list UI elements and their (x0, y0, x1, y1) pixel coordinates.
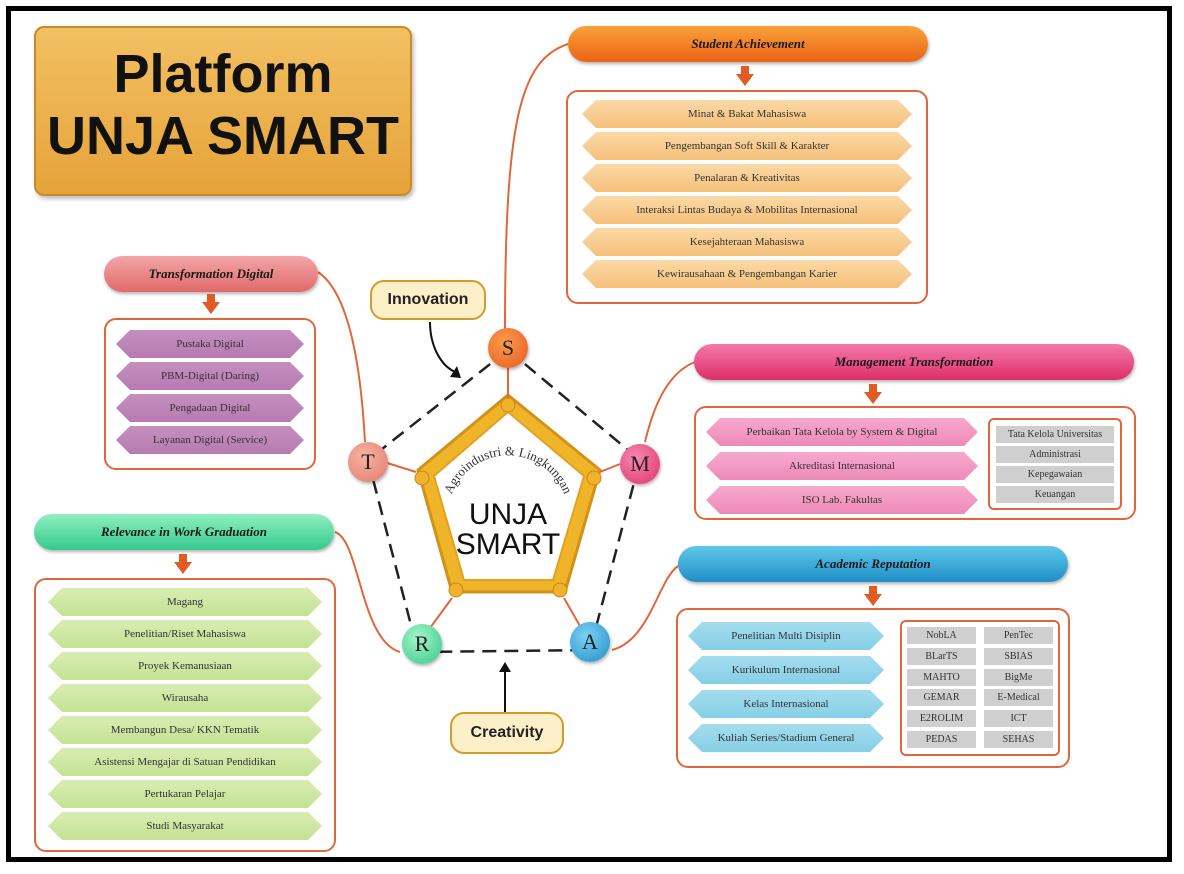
dashed-pentagon (366, 348, 642, 654)
node-r: R (402, 624, 442, 664)
management-transformation-list: Perbaikan Tata Kelola by System & Digita… (706, 418, 978, 514)
academic-reputation-list: Penelitian Multi Disiplin Kurikulum Inte… (688, 622, 884, 752)
student-achievement-group: Minat & Bakat Mahasiswa Pengembangan Sof… (566, 90, 928, 304)
management-transformation-header: Management Transformation (694, 344, 1134, 380)
list-item: Interaksi Lintas Budaya & Mobilitas Inte… (582, 196, 912, 224)
side-tag: MAHTO (907, 668, 976, 686)
connector-s (504, 43, 569, 331)
list-item: Kesejahteraan Mahasiswa (582, 228, 912, 256)
list-item: Layanan Digital (Service) (116, 426, 304, 454)
relevance-group: Magang Penelitian/Riset Mahasiswa Proyek… (34, 578, 336, 852)
academic-reputation-group: Penelitian Multi Disiplin Kurikulum Inte… (676, 608, 1070, 768)
side-tag: BLarTS (907, 647, 976, 665)
center-line1: UNJA (468, 498, 548, 531)
side-tag: PEDAS (907, 731, 976, 749)
list-item: Asistensi Mengajar di Satuan Pendidikan (48, 748, 322, 776)
academic-side-box: NobLA PenTec BLarTS SBIAS MAHTO BigMe GE… (900, 620, 1060, 756)
side-tag: Keuangan (996, 486, 1114, 503)
side-tag: E-Medical (984, 689, 1053, 707)
list-item: Pertukaran Pelajar (48, 780, 322, 808)
node-m: M (620, 444, 660, 484)
pentagon-knobs (414, 397, 602, 598)
side-tag: GEMAR (907, 689, 976, 707)
transformation-digital-header: Transformation Digital (104, 256, 318, 292)
list-item: Penelitian Multi Disiplin (688, 622, 884, 650)
list-item: Kelas Internasional (688, 690, 884, 718)
list-item: Pustaka Digital (116, 330, 304, 358)
side-tag: Administrasi (996, 446, 1114, 463)
transformation-digital-arrow (202, 294, 220, 314)
center-line2: SMART (455, 528, 561, 561)
transformation-digital-list: Pustaka Digital PBM-Digital (Daring) Pen… (106, 320, 314, 454)
list-item: Penalaran & Kreativitas (582, 164, 912, 192)
list-item: Akreditasi Internasional (706, 452, 978, 480)
list-item: Kurikulum Internasional (688, 656, 884, 684)
list-item: Pengembangan Soft Skill & Karakter (582, 132, 912, 160)
svg-text:Agroindustri & Lingkungan: Agroindustri & Lingkungan (441, 443, 576, 496)
creativity-label: Creativity (450, 712, 564, 754)
side-tag: Tata Kelola Universitas (996, 426, 1114, 443)
list-item: Pengadaan Digital (116, 394, 304, 422)
list-item: Proyek Kemanusiaan (48, 652, 322, 680)
list-item: Studi Masyarakat (48, 812, 322, 840)
management-transformation-group: Perbaikan Tata Kelola by System & Digita… (694, 406, 1136, 520)
innovation-arrow (429, 321, 456, 373)
side-tag: ICT (984, 710, 1053, 728)
list-item: Perbaikan Tata Kelola by System & Digita… (706, 418, 978, 446)
relevance-list: Magang Penelitian/Riset Mahasiswa Proyek… (36, 580, 334, 840)
relevance-arrow (174, 554, 192, 574)
list-item: Penelitian/Riset Mahasiswa (48, 620, 322, 648)
center-arc-label: Agroindustri & Lingkungan (441, 443, 576, 496)
list-item: Minat & Bakat Mahasiswa (582, 100, 912, 128)
side-tag: PenTec (984, 627, 1053, 644)
management-side-box: Tata Kelola Universitas Administrasi Kep… (988, 418, 1122, 510)
connector-m (644, 361, 696, 443)
innovation-label: Innovation (370, 280, 486, 320)
student-achievement-list: Minat & Bakat Mahasiswa Pengembangan Sof… (568, 92, 926, 288)
list-item: Membangun Desa/ KKN Tematik (48, 716, 322, 744)
center-pentagon-inner (432, 410, 586, 581)
side-tag: E2ROLIM (907, 710, 976, 728)
title-line2: UNJA SMART (46, 106, 399, 166)
center-label: UNJA SMART (440, 500, 576, 560)
student-achievement-arrow (736, 66, 754, 86)
side-tag: NobLA (907, 627, 976, 644)
relevance-header: Relevance in Work Graduation (34, 514, 334, 550)
side-tag: SEHAS (984, 731, 1053, 749)
side-tag: SBIAS (984, 647, 1053, 665)
connector-t (317, 271, 366, 443)
node-a: A (570, 622, 610, 662)
center-arc-text: Agroindustri & Lingkungan (441, 443, 576, 496)
list-item: ISO Lab. Fakultas (706, 486, 978, 514)
management-transformation-arrow (864, 384, 882, 404)
side-tag: Kepegawaian (996, 466, 1114, 483)
node-t: T (348, 442, 388, 482)
node-s: S (488, 328, 528, 368)
academic-reputation-arrow (864, 586, 882, 606)
list-item: Wirausaha (48, 684, 322, 712)
list-item: Kewirausahaan & Pengembangan Karier (582, 260, 912, 288)
student-achievement-header: Student Achievement (568, 26, 928, 62)
title-line1: Platform (113, 44, 333, 104)
side-tag: BigMe (984, 668, 1053, 686)
connector-a (611, 565, 679, 651)
list-item: Magang (48, 588, 322, 616)
platform-title-box: Platform UNJA SMART (34, 26, 412, 196)
academic-reputation-header: Academic Reputation (678, 546, 1068, 582)
connector-r (334, 531, 401, 653)
list-item: PBM-Digital (Daring) (116, 362, 304, 390)
list-item: Kuliah Series/Stadium General (688, 724, 884, 752)
transformation-digital-group: Pustaka Digital PBM-Digital (Daring) Pen… (104, 318, 316, 470)
